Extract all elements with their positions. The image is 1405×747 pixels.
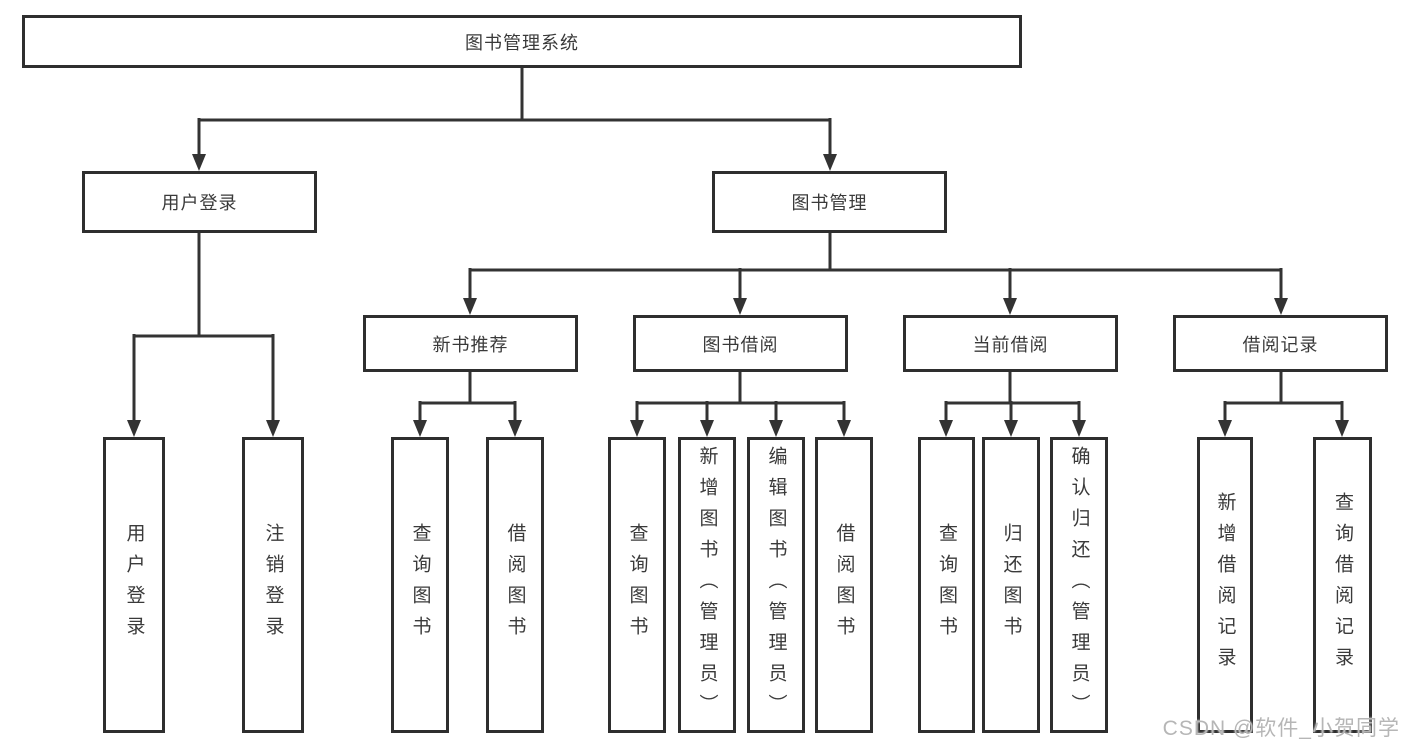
leaf-confirm-return-admin: 确认归还（管理员） (1050, 437, 1108, 733)
leaf-logout: 注销登录 (242, 437, 304, 733)
watermark-text: CSDN @软件_小贺同学 (1162, 717, 1400, 740)
leaf-query-borrow-record: 查询借阅记录 (1313, 437, 1372, 733)
leaf-user-login: 用户登录 (103, 437, 165, 733)
arrowhead-group (127, 154, 1349, 437)
node-current-borrow: 当前借阅 (903, 315, 1118, 372)
leaf-query-books-current: 查询图书 (918, 437, 975, 733)
leaf-borrow-books-borrow: 借阅图书 (815, 437, 873, 733)
node-book-management: 图书管理 (712, 171, 947, 233)
leaf-borrow-books-recommend: 借阅图书 (486, 437, 544, 733)
leaf-query-books-recommend: 查询图书 (391, 437, 449, 733)
leaf-add-books-admin: 新增图书（管理员） (678, 437, 736, 733)
node-user-login: 用户登录 (82, 171, 317, 233)
leaf-edit-books-admin: 编辑图书（管理员） (747, 437, 805, 733)
node-root: 图书管理系统 (22, 15, 1022, 68)
leaf-return-books: 归还图书 (982, 437, 1040, 733)
node-borrow-records: 借阅记录 (1173, 315, 1388, 372)
node-new-book-recommend: 新书推荐 (363, 315, 578, 372)
leaf-query-books-borrow: 查询图书 (608, 437, 666, 733)
leaf-add-borrow-record: 新增借阅记录 (1197, 437, 1253, 733)
node-book-borrow: 图书借阅 (633, 315, 848, 372)
